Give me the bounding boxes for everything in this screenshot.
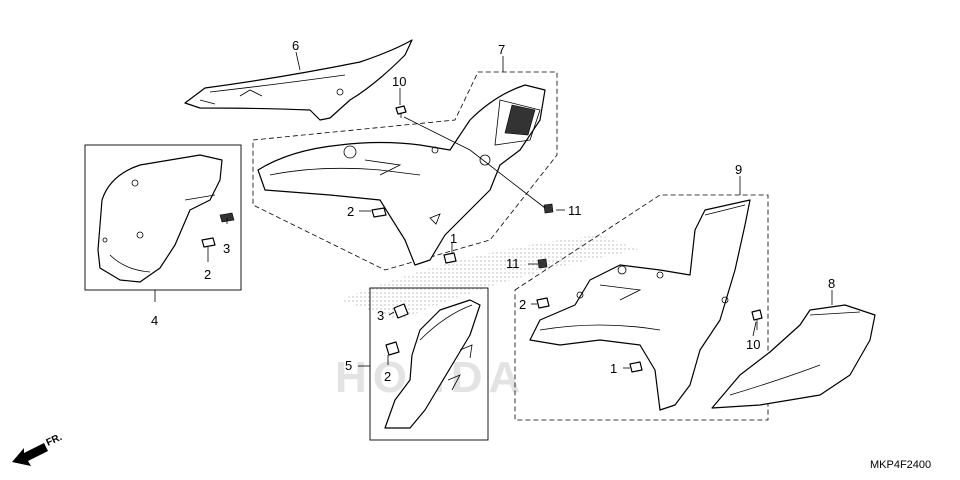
callouts: 6 7 10 11 2 1 3 2 4 9 11 8 2 1 10 3 5 2	[151, 38, 835, 384]
part-2-pad-right	[536, 297, 550, 309]
callout-2-top: 2	[347, 204, 354, 219]
callout-2-left: 2	[204, 267, 211, 282]
callout-2-center: 2	[384, 369, 391, 384]
part-6-upper-cover	[184, 39, 413, 121]
drawing-code: MKP4F2400	[870, 459, 931, 471]
leader-lines	[154, 51, 833, 369]
part-11-clip-top	[543, 203, 554, 214]
callout-11-right: 11	[506, 256, 520, 271]
front-direction-marker: FR.	[12, 432, 64, 466]
part-3-pad-center	[393, 303, 409, 319]
part-8-right-side-cover	[711, 304, 876, 409]
part-4-left-side-cover	[97, 154, 223, 283]
callout-10-right: 10	[746, 337, 760, 352]
part-2-pad-left	[201, 237, 216, 248]
arrow-icon	[12, 443, 48, 466]
callout-1-top: 1	[450, 231, 457, 246]
part-10-bolt-right	[751, 309, 763, 330]
part-5-lower-cover	[384, 299, 481, 429]
part-2-pad-center	[385, 341, 400, 356]
group-4-box	[84, 144, 242, 291]
callout-3-center: 3	[377, 308, 384, 323]
callout-9: 9	[735, 162, 742, 177]
callout-5: 5	[345, 358, 352, 373]
callout-1-right: 1	[610, 361, 617, 376]
callout-4: 4	[151, 313, 158, 328]
callout-6: 6	[292, 38, 299, 53]
callout-11-top: 11	[568, 203, 582, 218]
callout-7: 7	[498, 42, 505, 57]
part-3-pad-left	[219, 212, 235, 223]
group-9-outline	[514, 194, 769, 421]
callout-8: 8	[828, 276, 835, 291]
callout-2-right: 2	[519, 297, 526, 312]
group-5-box	[369, 287, 489, 441]
part-10-bolt-top	[395, 105, 407, 118]
part-7-center-cover	[257, 84, 546, 266]
part-1-pad-top	[443, 252, 457, 264]
callout-10-top: 10	[392, 74, 406, 89]
part-2-pad-top	[371, 207, 387, 218]
part-1-pad-right	[629, 361, 643, 373]
part-11-clip-right	[537, 258, 548, 269]
part-9-right-center-cover	[529, 199, 751, 411]
group-7-outline	[252, 71, 558, 271]
fr-label: FR.	[45, 432, 64, 449]
callout-3-left: 3	[223, 241, 230, 256]
